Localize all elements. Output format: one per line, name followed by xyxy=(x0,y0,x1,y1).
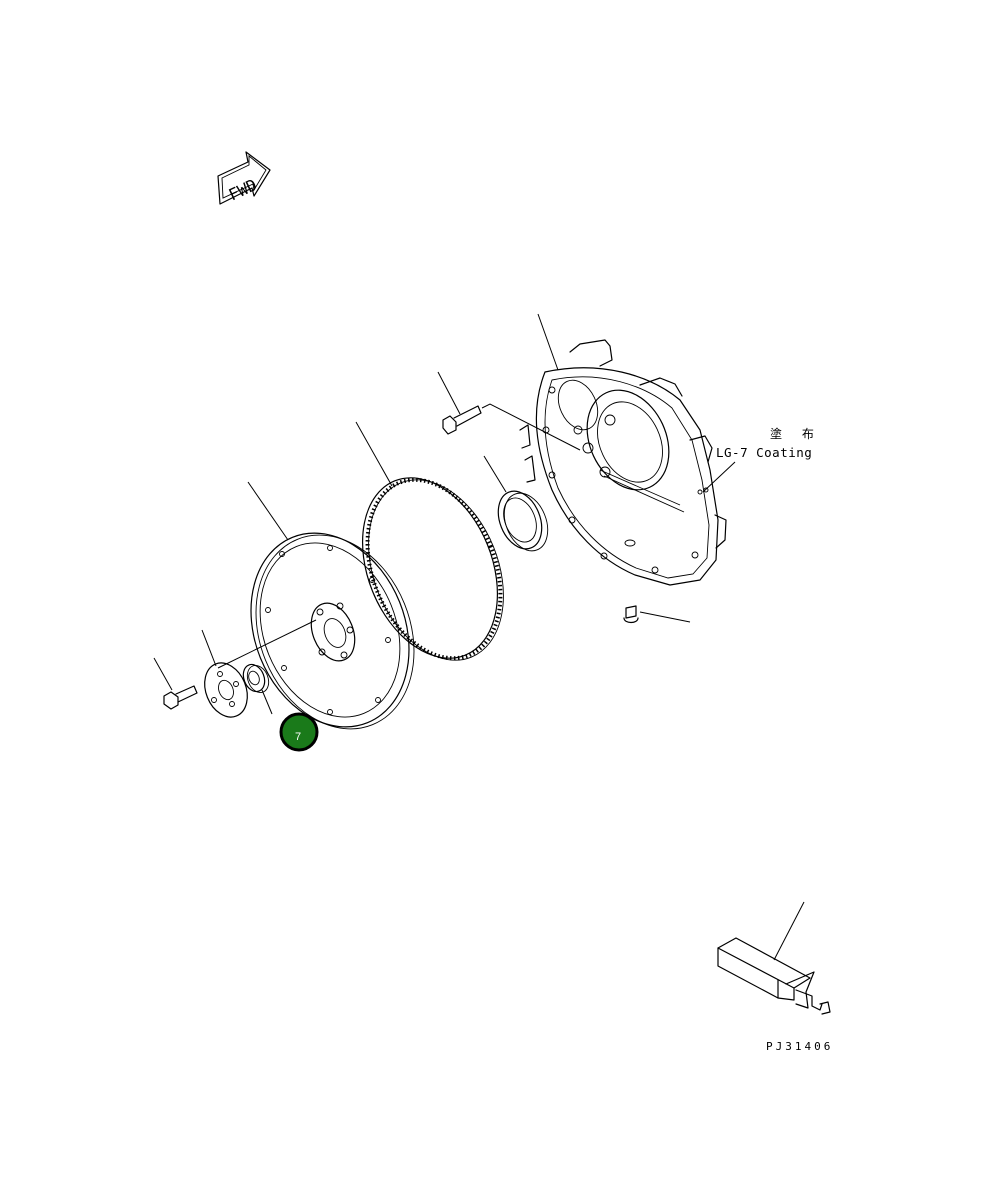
callout-label: 7 xyxy=(295,731,301,743)
shaft-detail-view xyxy=(717,901,831,1015)
flywheel-housing xyxy=(519,339,727,586)
housing-plug xyxy=(623,605,691,624)
coating-note-japanese: 塗 布 xyxy=(770,426,822,441)
flywheel-bolt xyxy=(153,657,198,710)
coating-note-english: LG-7 Coating xyxy=(716,445,812,460)
pilot-bearing xyxy=(242,663,273,715)
oil-seal xyxy=(483,455,549,552)
coating-note: 塗 布 LG-7 Coating xyxy=(702,426,822,493)
housing-bolt xyxy=(437,371,581,451)
part-callout-7[interactable]: 7 xyxy=(279,712,319,752)
ring-gear xyxy=(355,421,504,661)
flywheel xyxy=(217,481,415,730)
washer-plate xyxy=(201,629,248,718)
fwd-arrow-label: FWD xyxy=(226,175,260,204)
fwd-arrow-icon: FWD xyxy=(217,151,271,205)
drawing-code: PJ31406 xyxy=(766,1040,833,1053)
